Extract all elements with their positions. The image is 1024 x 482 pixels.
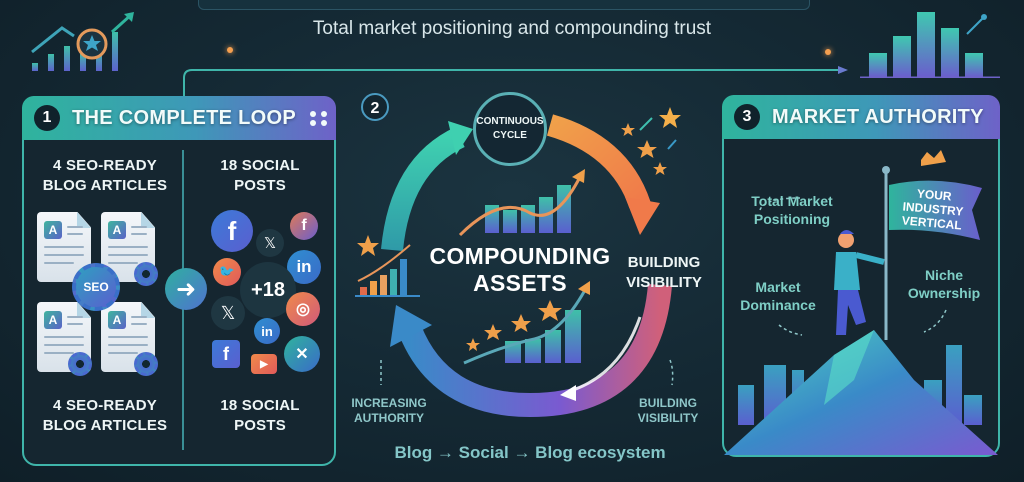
x-icon: 𝕏 [256, 229, 284, 257]
social-posts-label-top: 18 SOCIAL POSTS [220, 157, 300, 194]
continuous-cycle-badge: CONTINUOUS CYCLE [473, 92, 547, 166]
niche-ownership-label: Niche Ownership [907, 267, 981, 301]
facebook-bubble-icon: f [290, 212, 318, 240]
blog-articles-label-bottom: 4 SEO-READY BLOG ARTICLES [42, 397, 168, 434]
linkedin-icon: in [254, 318, 280, 344]
analytics-icon: ✕ [284, 336, 320, 372]
panel-header: 3 MARKET AUTHORITY [722, 95, 1000, 139]
market-dominance-label: Market Dominance [740, 279, 816, 313]
compounding-assets-label: COMPOUNDING ASSETS [429, 243, 611, 296]
facebook-icon: f [212, 340, 240, 368]
youtube-icon: ▶ [251, 354, 277, 374]
twitter-icon: 🐦 [213, 258, 241, 286]
gear-icon [134, 262, 158, 286]
seo-gear-icon: SEO [72, 263, 120, 311]
svg-text:2: 2 [371, 100, 380, 117]
panel-title: MARKET AUTHORITY [772, 105, 984, 128]
building-visibility-label: BUILDING VISIBILITY [626, 254, 702, 291]
page-subtitle: Total market positioning and compounding… [312, 18, 712, 39]
x-icon: 𝕏 [211, 296, 245, 330]
arrow-right-icon: ➜ [165, 268, 207, 310]
gear-icon [68, 352, 92, 376]
ecosystem-caption: Blog → Social → Blog ecosystem [394, 443, 666, 462]
social-count-badge: +18 [240, 262, 296, 318]
panel-title: THE COMPLETE LOOP [72, 106, 296, 129]
gear-icon [134, 352, 158, 376]
connector-line [183, 66, 848, 96]
city-skyline-icon [860, 12, 1000, 78]
mountain-summit-illustration [724, 150, 998, 455]
step-number-badge: 1 [34, 105, 60, 131]
social-posts-label-bottom: 18 SOCIAL POSTS [220, 397, 300, 434]
building-visibility-label-bottom: BUILDING VISIBILITY [637, 396, 699, 425]
blog-articles-label-top: 4 SEO-READY BLOG ARTICLES [42, 157, 168, 194]
flag-banner-text: YOUR INDUSTRY VERTICAL [901, 186, 964, 233]
growth-chart-icon [31, 12, 134, 71]
step-number-badge: 3 [734, 104, 760, 130]
increasing-authority-label: INCREASING AUTHORITY [351, 396, 427, 425]
glow-dot [825, 49, 831, 55]
glow-dot [227, 47, 233, 53]
blog-article-doc-icon: A [37, 212, 91, 282]
total-market-positioning-label: Total Market Positioning [751, 193, 833, 227]
instagram-icon: ◎ [286, 292, 320, 326]
grip-dots-icon [310, 110, 327, 126]
facebook-icon: f [211, 210, 253, 252]
compounding-cycle-diagram: 2 [355, 93, 681, 418]
top-frame [198, 0, 810, 10]
panel-header: 1 THE COMPLETE LOOP [22, 96, 336, 140]
